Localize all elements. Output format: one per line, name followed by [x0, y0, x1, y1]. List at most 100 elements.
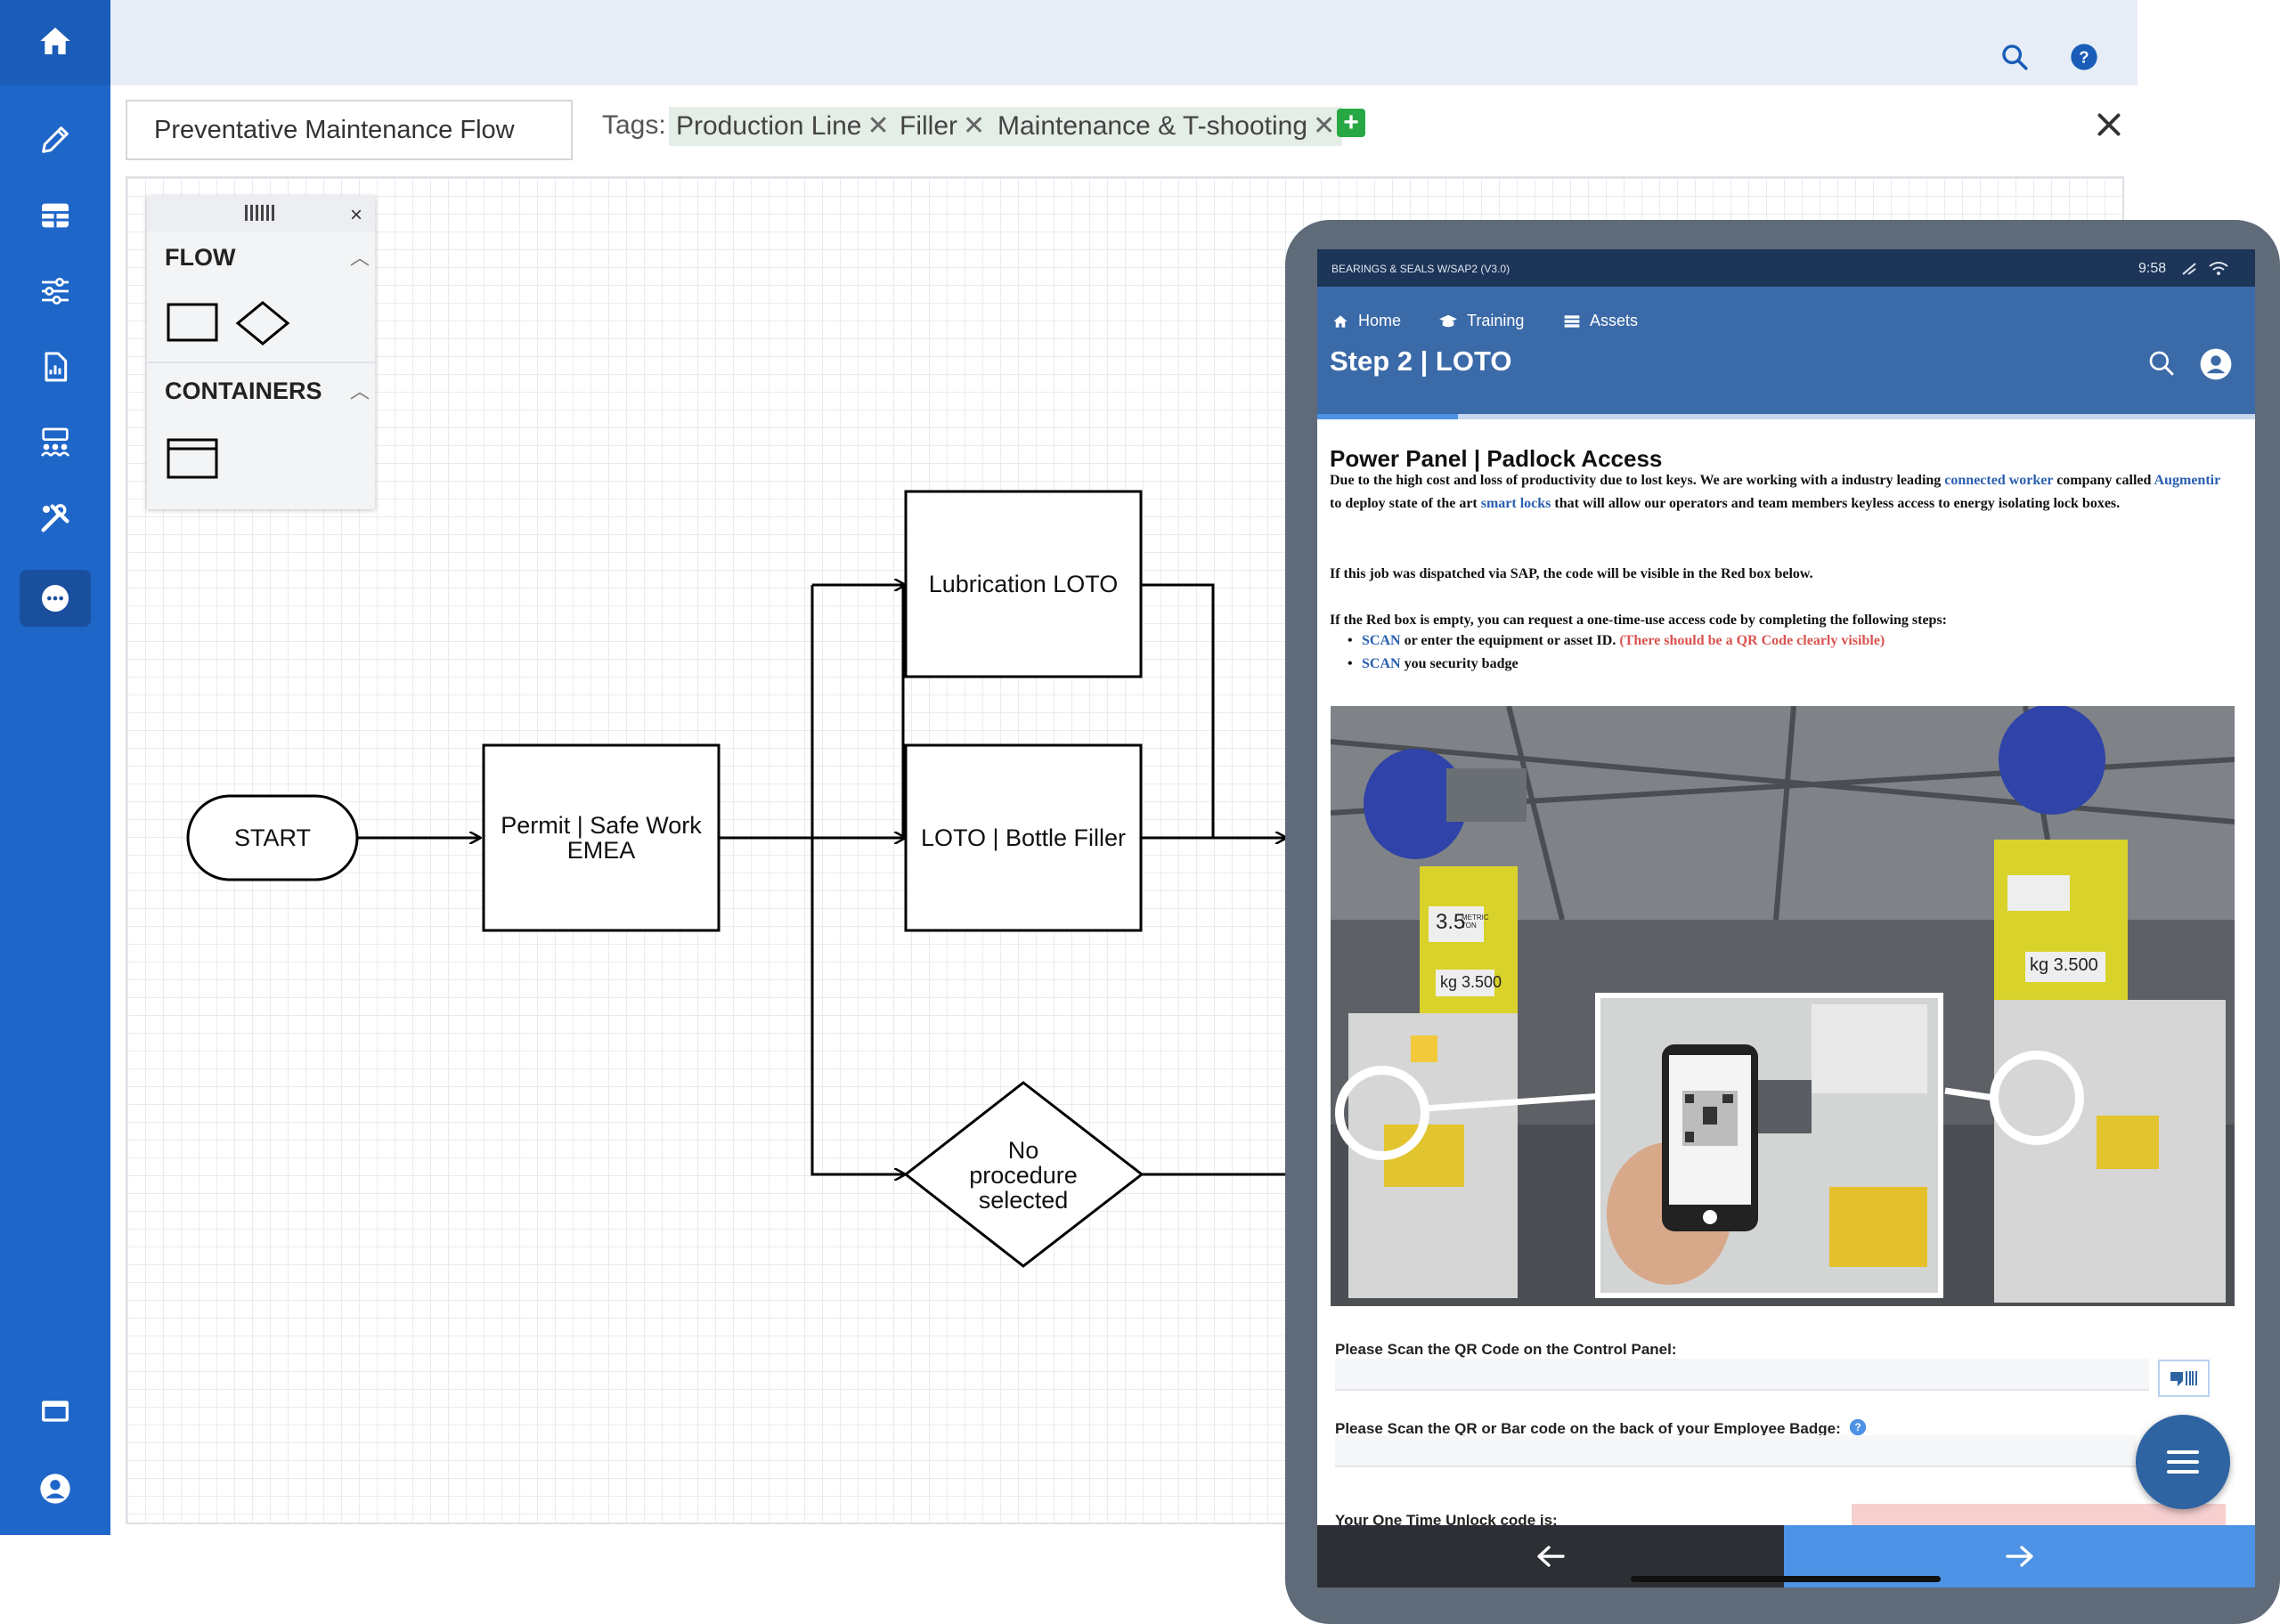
- palette-section-flow[interactable]: FLOW: [165, 244, 236, 271]
- nav-home-label: Home: [1358, 312, 1402, 329]
- close-icon[interactable]: [2093, 109, 2125, 141]
- node-no-procedure-line: No: [1007, 1137, 1039, 1164]
- field-unlock-code-label: Your One Time Unlock code is:: [1335, 1512, 1558, 1529]
- text: or enter the equipment or asset ID.: [1400, 633, 1620, 648]
- connected-worker-link[interactable]: connected worker: [1944, 473, 2054, 488]
- top-bar: [110, 0, 2138, 85]
- diamond-shape-icon[interactable]: [234, 301, 291, 345]
- chevron-up-icon[interactable]: ︿: [350, 247, 370, 269]
- tablet-screen: BEARINGS & SEALS W/SAP2 (V3.0) 9:58 Home…: [1317, 249, 2255, 1587]
- graduation-cap-icon: [1439, 314, 1457, 327]
- home-icon: [1333, 314, 1348, 328]
- report-icon[interactable]: [20, 338, 91, 395]
- weight-label-left: kg 3.500: [1440, 973, 1502, 991]
- remove-tag-icon[interactable]: ✕: [867, 111, 890, 141]
- text: Due to the high cost and loss of product…: [1330, 473, 1945, 488]
- signal-icon: [2182, 263, 2196, 275]
- tag-label: Production Line: [676, 111, 862, 141]
- text: Please Scan the QR or Bar code on the ba…: [1335, 1420, 1841, 1437]
- table-icon[interactable]: [20, 187, 91, 244]
- node-no-procedure-line: selected: [978, 1187, 1069, 1214]
- weight-label-right: kg 3.500: [2030, 955, 2098, 975]
- bottom-nav-bar: [1317, 1525, 2255, 1587]
- user-icon[interactable]: [20, 1460, 91, 1517]
- scan-button[interactable]: [2158, 1360, 2210, 1397]
- nav-training[interactable]: Training: [1438, 312, 1524, 330]
- tag-maintenance[interactable]: Maintenance & T-shooting✕: [990, 107, 1343, 146]
- tags-label: Tags:: [602, 110, 666, 140]
- grip-icon[interactable]: [245, 205, 277, 221]
- home-indicator: [1631, 1576, 1941, 1582]
- nav-training-label: Training: [1467, 312, 1525, 329]
- text: to deploy state of the art: [1330, 496, 1481, 511]
- palette-section-containers[interactable]: CONTAINERS: [165, 378, 322, 404]
- instruction-photo: 3.5 METRIC TON kg 3.500 kg 3.500: [1331, 706, 2235, 1306]
- flow-title-input[interactable]: Preventative Maintenance Flow: [126, 100, 573, 160]
- node-bottle-filler[interactable]: [904, 743, 1143, 932]
- pencil-icon[interactable]: [20, 111, 91, 168]
- menu-icon: [2167, 1450, 2199, 1474]
- unlock-code-box: [1852, 1504, 2226, 1525]
- smart-locks-link[interactable]: smart locks: [1480, 496, 1551, 511]
- node-permit-line: Permit | Safe Work: [501, 812, 702, 839]
- control-panel-qr-input[interactable]: [1335, 1359, 2149, 1391]
- home-icon[interactable]: [20, 12, 91, 69]
- account-icon[interactable]: [2199, 347, 2233, 381]
- augmentir-link[interactable]: Augmentir: [2154, 473, 2220, 488]
- intro-paragraph: Due to the high cost and loss of product…: [1330, 469, 2225, 516]
- capacity-label: 3.5: [1436, 910, 1466, 934]
- edge-lubrication-out: [1141, 583, 1215, 838]
- tag-label: Filler: [900, 111, 957, 141]
- palette-close-button[interactable]: ×: [350, 203, 363, 227]
- wifi-icon: [2209, 262, 2228, 275]
- svg-text:?: ?: [2079, 48, 2089, 67]
- help-icon[interactable]: ?: [1849, 1418, 1867, 1436]
- qr-note: (There should be a QR Code clearly visib…: [1619, 633, 1885, 648]
- content-title: Power Panel | Padlock Access: [1330, 445, 1663, 472]
- flow-diagram: [186, 490, 2124, 1268]
- text: that will allow our operators and team m…: [1551, 496, 2121, 511]
- svg-text:?: ?: [1854, 1422, 1861, 1433]
- remove-tag-icon[interactable]: ✕: [1313, 111, 1336, 141]
- arrow-left-icon: [1537, 1546, 1565, 1567]
- chevron-up-icon[interactable]: ︿: [350, 380, 370, 402]
- node-lubrication[interactable]: [904, 490, 1143, 678]
- node-no-procedure-line: procedure: [969, 1162, 1078, 1189]
- node-permit-line: EMEA: [566, 837, 636, 864]
- scan-link[interactable]: SCAN: [1362, 656, 1401, 671]
- team-icon[interactable]: [20, 414, 91, 471]
- node-permit[interactable]: [482, 743, 721, 932]
- rectangle-shape-icon[interactable]: [167, 303, 220, 344]
- app-version-label: BEARINGS & SEALS W/SAP2 (V3.0): [1331, 263, 1510, 275]
- container-shape-icon[interactable]: [167, 438, 220, 481]
- search-icon[interactable]: [2147, 349, 2176, 378]
- badge-code-input[interactable]: [1335, 1435, 2137, 1467]
- sliders-icon[interactable]: [20, 263, 91, 320]
- step-progress-bar: [1317, 414, 2255, 419]
- search-icon[interactable]: [1997, 39, 2032, 75]
- tablet-device: BEARINGS & SEALS W/SAP2 (V3.0) 9:58 Home…: [1285, 220, 2280, 1624]
- tag-production-line[interactable]: Production Line✕: [669, 107, 897, 146]
- remove-tag-icon[interactable]: ✕: [963, 111, 986, 141]
- text: you security badge: [1400, 656, 1519, 671]
- nav-home[interactable]: Home: [1331, 312, 1401, 330]
- app-header: [1317, 287, 2255, 414]
- node-no-procedure[interactable]: [903, 1081, 1144, 1268]
- menu-fab-button[interactable]: [2136, 1415, 2230, 1509]
- step-bullet-1: •SCAN or enter the equipment or asset ID…: [1348, 633, 1885, 648]
- nav-assets[interactable]: Assets: [1563, 312, 1638, 330]
- shape-palette: × FLOW ︿ CONTAINERS ︿: [147, 196, 375, 509]
- palette-drag-handle[interactable]: [147, 196, 375, 231]
- clock-label: 9:58: [2138, 261, 2167, 276]
- node-start[interactable]: [186, 794, 359, 881]
- scan-link[interactable]: SCAN: [1362, 633, 1401, 648]
- help-icon[interactable]: ?: [2066, 39, 2102, 75]
- field-badge-label: Please Scan the QR or Bar code on the ba…: [1335, 1418, 1867, 1438]
- tools-icon[interactable]: [20, 490, 91, 547]
- chat-icon[interactable]: [20, 570, 91, 627]
- add-tag-button[interactable]: +: [1337, 109, 1365, 137]
- list-icon: [1564, 314, 1580, 328]
- window-icon[interactable]: [20, 1383, 91, 1440]
- tag-filler[interactable]: Filler✕: [892, 107, 993, 146]
- node-bottle-label: LOTO | Bottle Filler: [920, 824, 1127, 851]
